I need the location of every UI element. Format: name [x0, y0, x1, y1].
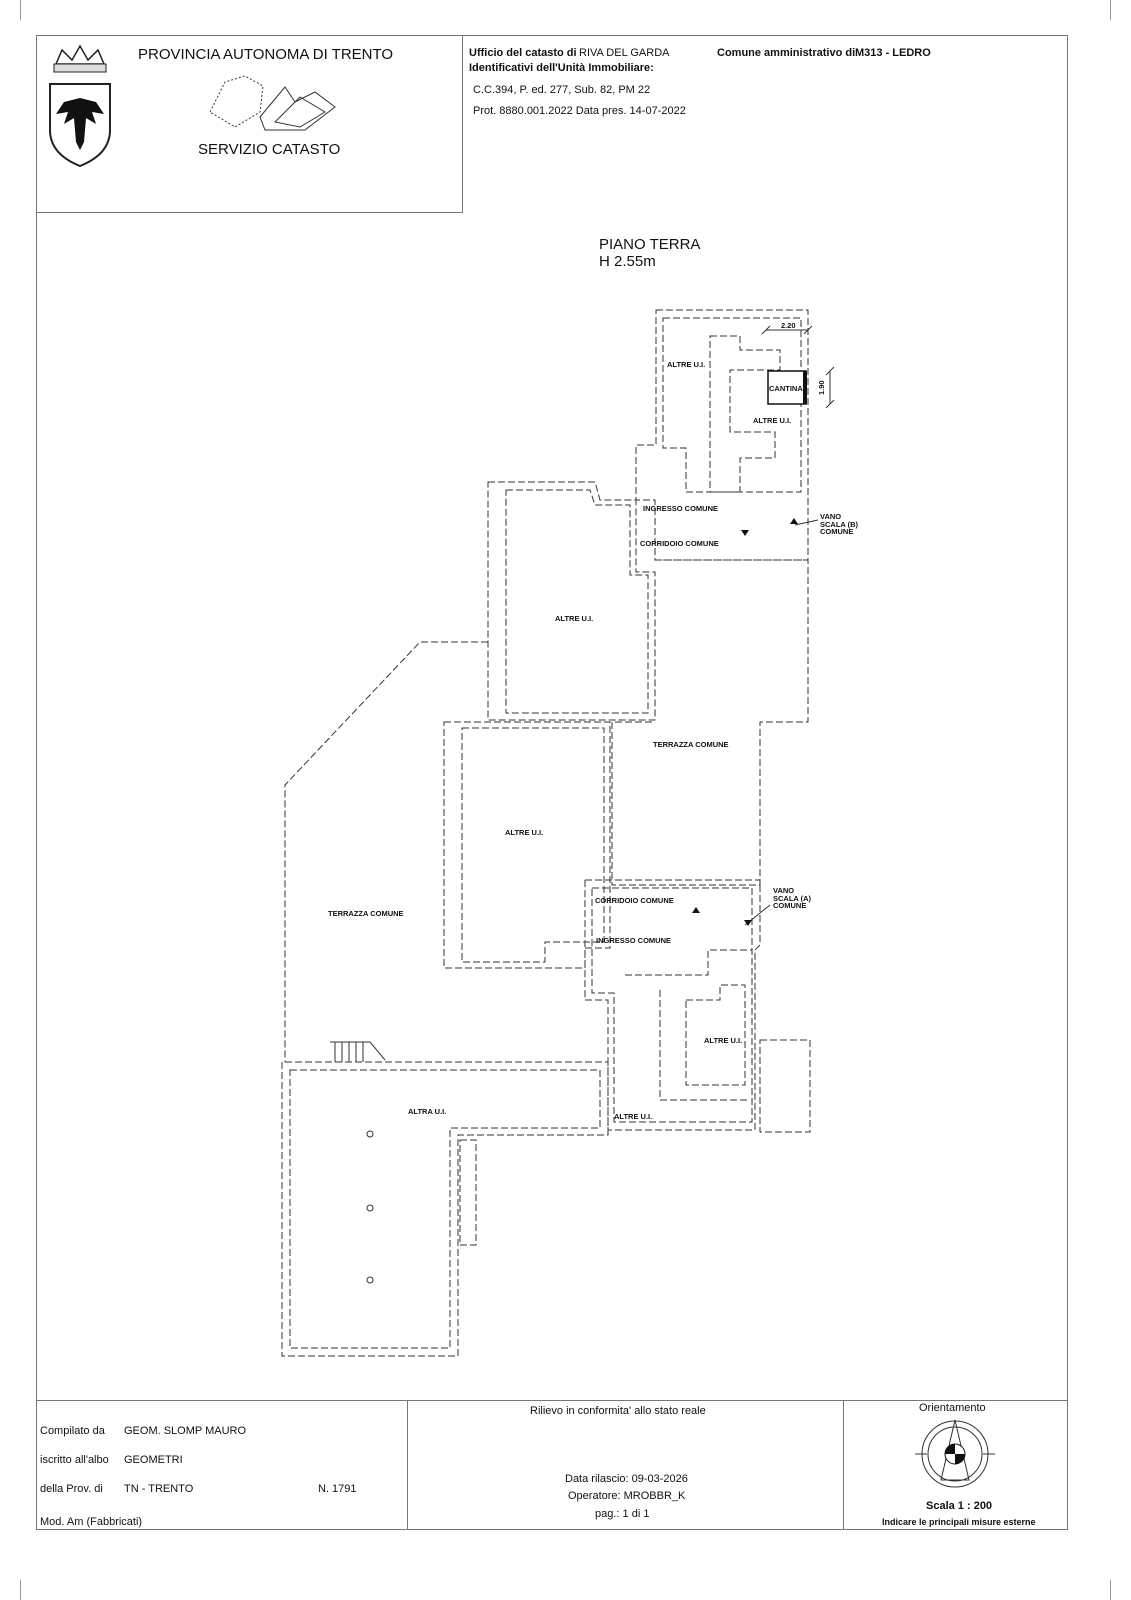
release-date: Data rilascio: 09-03-2026 — [565, 1473, 688, 1485]
stair-label: VANO — [820, 512, 841, 521]
trentino-map-logo — [209, 75, 336, 131]
survey-note: Rilievo in conformita' allo stato reale — [530, 1405, 706, 1417]
terrazza-upper — [611, 559, 809, 886]
floor-title: PIANO TERRA — [599, 236, 701, 253]
floor-height: H 2.55m — [599, 253, 656, 270]
compiled-value: GEOM. SLOMP MAURO — [124, 1425, 247, 1437]
room-label: TERRAZZA COMUNE — [328, 909, 404, 918]
scale-note: Indicare le principali misure esterne — [882, 1517, 1036, 1527]
diag-terrazza — [284, 641, 488, 1062]
room-label: INGRESSO COMUNE — [643, 504, 718, 513]
operator: Operatore: MROBBR_K — [568, 1490, 686, 1502]
inner-unit — [709, 335, 781, 493]
stair-label: COMUNE — [820, 527, 853, 536]
right-small — [759, 1039, 811, 1133]
altra-ui — [281, 1061, 609, 1357]
compiled-label: Compilato da — [40, 1425, 105, 1437]
coat-of-arms-logo — [49, 44, 111, 168]
room-label: ALTRE U.I. — [555, 614, 593, 623]
sheet-frame — [36, 35, 1068, 1530]
registration-number: N. 1791 — [318, 1483, 357, 1495]
room-label: ALTRA U.I. — [408, 1107, 446, 1116]
room-label: TERRAZZA COMUNE — [653, 740, 729, 749]
mid-altre-ui — [487, 481, 656, 721]
room-label: CORRIDOIO COMUNE — [595, 896, 674, 905]
north-arrow-icon — [915, 1419, 995, 1488]
stair-label: SCALA (B) — [820, 520, 859, 529]
room-label: ALTRE U.I. — [667, 360, 705, 369]
scale: Scala 1 : 200 — [926, 1500, 993, 1512]
crop-mark — [0, 1580, 21, 1600]
page-number: pag.: 1 di 1 — [595, 1508, 650, 1520]
crop-mark — [1110, 1580, 1131, 1600]
room-label: ALTRE U.I. — [753, 416, 791, 425]
dimension-width: 2.20 — [781, 321, 796, 330]
prov-label: della Prov. di — [40, 1483, 103, 1495]
room-label: ALTRE U.I. — [505, 828, 543, 837]
crop-mark — [0, 0, 21, 20]
office-value: RIVA DEL GARDA — [579, 47, 670, 59]
comune-label: Comune amministrativo di — [717, 47, 856, 59]
room-label: INGRESSO COMUNE — [596, 936, 671, 945]
room-label: CORRIDOIO COMUNE — [640, 539, 719, 548]
identifiers-value: C.C.394, P. ed. 277, Sub. 82, PM 22 — [473, 84, 651, 96]
office-label: Ufficio del catasto di — [469, 47, 577, 59]
org-name: PROVINCIA AUTONOMA DI TRENTO — [138, 46, 394, 63]
albo-label: iscritto all'albo — [40, 1454, 109, 1466]
stair-label: VANO — [773, 886, 794, 895]
left-altre-ui — [443, 721, 611, 969]
divider — [407, 1400, 408, 1530]
albo-value: GEOMETRI — [124, 1454, 183, 1466]
lower-center — [584, 879, 761, 1131]
divider — [843, 1400, 844, 1530]
prov-value: TN - TRENTO — [124, 1483, 194, 1495]
room-label-cantina: CANTINA — [769, 384, 803, 393]
stair-label: COMUNE — [773, 901, 806, 910]
crop-mark — [1110, 0, 1131, 20]
header-box — [36, 35, 463, 213]
model: Mod. Am (Fabbricati) — [40, 1516, 143, 1528]
room-label: ALTRE U.I. — [704, 1036, 742, 1045]
room-label: ALTRE U.I. — [614, 1112, 652, 1121]
stair-label: SCALA (A) — [773, 894, 812, 903]
protocol: Prot. 8880.001.2022 Data pres. 14-07-202… — [473, 105, 686, 117]
orientation-title: Orientamento — [919, 1402, 986, 1414]
comune-value: M313 - LEDRO — [855, 47, 931, 59]
identifiers-label: Identificativi dell'Unità Immobiliare: — [469, 62, 654, 74]
footer-box — [36, 1400, 1068, 1530]
dimension-height: 1.90 — [817, 380, 826, 395]
north-block — [635, 309, 809, 561]
service-name: SERVIZIO CATASTO — [198, 141, 341, 158]
